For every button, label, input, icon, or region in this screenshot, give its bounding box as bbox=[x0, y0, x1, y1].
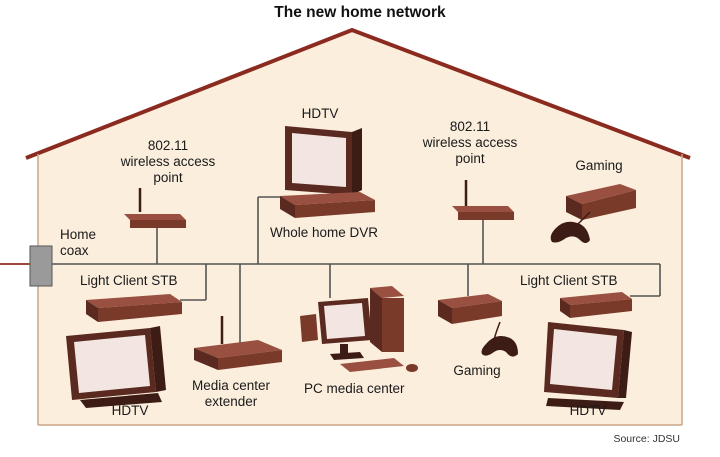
wap-right-label: 802.11 wireless access point bbox=[410, 119, 530, 167]
pc-media-center-icon bbox=[300, 286, 418, 372]
game-controller-bottom-icon bbox=[481, 321, 518, 357]
home-coax-line-2: coax bbox=[60, 243, 89, 258]
gaming-console-top-icon bbox=[566, 184, 636, 220]
wireless-access-point-right-icon bbox=[452, 180, 514, 220]
wap-right-line-1: 802.11 bbox=[449, 119, 491, 134]
house-roof bbox=[25, 27, 691, 160]
media-center-extender-label: Media center extender bbox=[186, 378, 276, 410]
pc-media-center-label: PC media center bbox=[304, 381, 405, 396]
media-center-extender-line-2: extender bbox=[204, 394, 258, 409]
wap-left-label: 802.11 wireless access point bbox=[108, 138, 228, 186]
light-client-stb-right-icon bbox=[560, 292, 632, 318]
light-client-stb-left-icon bbox=[86, 294, 182, 322]
hdtv-top-label: HDTV bbox=[301, 106, 339, 121]
wap-right-line-3: point bbox=[455, 151, 485, 166]
home-coax-label: Home coax bbox=[60, 227, 96, 259]
gaming-top-label: Gaming bbox=[575, 158, 623, 173]
media-center-extender-line-1: Media center bbox=[191, 378, 271, 393]
light-client-stb-right-label: Light Client STB bbox=[520, 273, 618, 288]
source-credit: Source: JDSU bbox=[613, 433, 680, 445]
hdtv-bottom-left-label: HDTV bbox=[111, 403, 149, 418]
gaming-console-bottom-icon bbox=[438, 294, 502, 324]
wap-left-line-1: 802.11 bbox=[147, 138, 189, 153]
diagram-title: The new home network bbox=[274, 4, 446, 21]
wap-left-line-3: point bbox=[153, 170, 183, 185]
house-shape bbox=[38, 30, 682, 425]
coax-junction-box bbox=[29, 245, 53, 287]
wap-left-line-2: wireless access bbox=[120, 154, 216, 169]
whole-home-dvr-label: Whole home DVR bbox=[270, 225, 379, 240]
home-coax-line-1: Home bbox=[60, 227, 97, 242]
hdtv-bottom-left-icon bbox=[66, 326, 166, 408]
hdtv-bottom-right-icon bbox=[544, 322, 632, 410]
game-controller-top-icon bbox=[550, 211, 591, 243]
wap-right-line-2: wireless access bbox=[422, 135, 518, 150]
whole-home-dvr-icon bbox=[280, 192, 375, 218]
gaming-bottom-label: Gaming bbox=[453, 363, 501, 378]
media-center-extender-icon bbox=[194, 316, 282, 370]
hdtv-bottom-right-label: HDTV bbox=[569, 403, 607, 418]
hdtv-top-icon bbox=[285, 126, 362, 195]
light-client-stb-left-label: Light Client STB bbox=[80, 273, 178, 288]
wireless-access-point-left-icon bbox=[124, 188, 186, 228]
